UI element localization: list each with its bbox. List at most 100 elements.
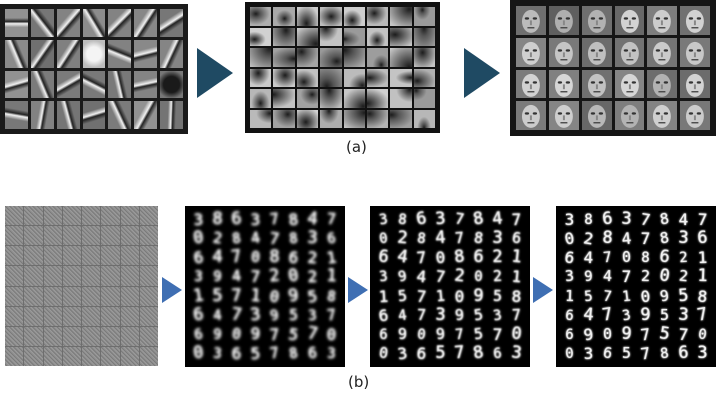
digit-tile: 2 — [307, 247, 318, 268]
face-tile — [680, 101, 710, 130]
digit-tile: 8 — [511, 286, 522, 306]
digit-tile: 8 — [641, 249, 650, 266]
digit-tile: 5 — [397, 286, 408, 305]
digit-tile: 7 — [415, 247, 428, 268]
digit-tile: 7 — [230, 304, 243, 326]
digit-tile: 3 — [327, 345, 336, 362]
face-icon — [554, 73, 573, 97]
edge-filter-tile — [5, 70, 28, 99]
noise-tile — [43, 306, 62, 326]
arrow-shape — [533, 277, 553, 303]
digit-tile: 3 — [677, 228, 690, 249]
digit-tile: 8 — [288, 344, 299, 362]
noise-tile — [139, 206, 158, 226]
noise-tile — [24, 326, 43, 346]
noise-tile — [82, 286, 101, 306]
edge-filter-tile — [5, 9, 28, 37]
face-part-tile — [343, 109, 365, 128]
digit-tile: 4 — [491, 209, 504, 230]
face-icon — [620, 41, 639, 65]
digit-tile: 7 — [697, 209, 708, 229]
digit-tile: 9 — [582, 323, 595, 344]
arrow-right-icon — [162, 277, 182, 303]
noise-tile — [120, 246, 139, 266]
digit-tile: 7 — [416, 305, 427, 324]
digit-tile: 8 — [326, 287, 337, 305]
face-tile — [581, 101, 612, 130]
edge-filter-tile — [56, 9, 80, 37]
noise-tile — [82, 346, 101, 366]
edge-filters-panel — [0, 4, 188, 134]
noise-tile — [5, 306, 24, 326]
caption-b: (b) — [348, 373, 370, 391]
digit-tile: 4 — [231, 267, 242, 286]
face-tile — [614, 37, 645, 67]
face-part-tile — [343, 7, 365, 26]
noise-tile — [5, 226, 24, 246]
digit-tile: 9 — [473, 286, 484, 306]
edge-filter-tile — [134, 9, 158, 37]
noise-tile — [62, 286, 81, 306]
noise-tile — [24, 266, 43, 286]
noise-tile — [120, 266, 139, 286]
digit-tile: 3 — [564, 267, 575, 286]
face-part-tile — [273, 89, 295, 108]
noise-tile — [101, 266, 120, 286]
digit-tile: 5 — [250, 343, 261, 363]
noise-tile — [82, 206, 101, 226]
arrow-right-icon — [464, 48, 500, 98]
noise-tile — [5, 266, 24, 286]
face-icon — [686, 73, 705, 97]
face-part-filters-panel — [245, 2, 440, 133]
digit-tile: 3 — [306, 228, 319, 249]
digit-tile: 1 — [325, 266, 338, 287]
digit-tile: 0 — [621, 248, 632, 267]
digit-tile: 7 — [511, 305, 522, 324]
face-part-tile — [320, 89, 342, 108]
digit-tile: 2 — [582, 228, 595, 249]
digit-tile: 0 — [434, 247, 446, 268]
edge-filter-tile — [160, 9, 183, 37]
digit-tile: 3 — [491, 228, 504, 249]
digit-tile: 1 — [564, 286, 575, 305]
digit-tile: 9 — [620, 324, 633, 345]
face-icon — [653, 73, 672, 97]
noise-tile — [24, 306, 43, 326]
face-part-tile — [343, 48, 365, 67]
digit-tile: 0 — [286, 266, 301, 288]
digit-tile: 8 — [659, 344, 670, 362]
digit-tile: 8 — [472, 228, 485, 248]
digit-tile: 8 — [212, 209, 223, 230]
noise-tile — [43, 266, 62, 286]
noise-tile — [101, 306, 120, 326]
noise-tile — [101, 226, 120, 246]
digit-tile: 9 — [268, 306, 281, 324]
noise-tile — [43, 226, 62, 246]
digit-tile: 4 — [583, 247, 594, 267]
digit-tile: 1 — [435, 286, 446, 305]
noise-tile — [24, 206, 43, 226]
face-tile — [680, 6, 710, 35]
digit-tile: 3 — [564, 210, 575, 229]
face-icon — [554, 105, 573, 129]
noise-tile — [82, 306, 101, 326]
digit-tile: 8 — [287, 209, 300, 230]
face-part-tile — [296, 27, 319, 46]
face-icon — [653, 105, 672, 129]
digit-tile: 9 — [583, 268, 594, 286]
arrow-right-icon — [533, 277, 553, 303]
digit-tile: 0 — [231, 324, 242, 344]
digit-tile: 5 — [659, 305, 670, 324]
face-tile — [614, 69, 645, 99]
digit-tile: 2 — [678, 249, 689, 267]
face-tile — [647, 69, 678, 99]
edge-filter-tile — [160, 70, 183, 99]
digit-tile: 6 — [601, 208, 614, 230]
digit-tile: 6 — [565, 326, 574, 343]
noise-tile — [82, 266, 101, 286]
digit-tile: 3 — [583, 343, 594, 363]
digit-tile: 1 — [249, 285, 262, 306]
noise-samples-panel — [5, 206, 158, 366]
face-part-tile — [366, 68, 389, 87]
face-tile — [548, 69, 579, 99]
